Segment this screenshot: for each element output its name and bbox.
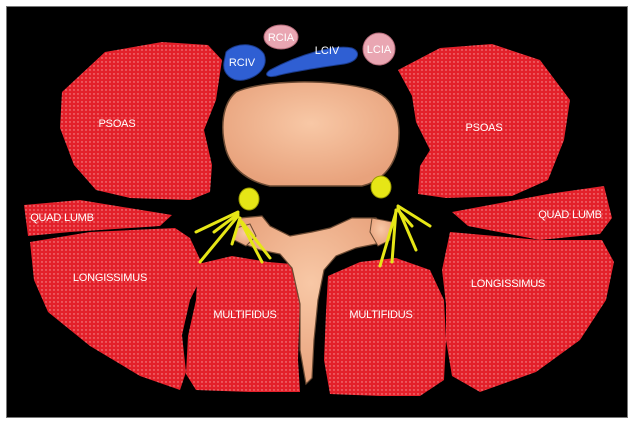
multifidus-right-muscle — [324, 258, 446, 396]
psoas-right-muscle — [398, 44, 570, 198]
multifidus-left-muscle — [186, 256, 300, 392]
lcia-label: LCIA — [367, 44, 392, 56]
quad-lumb-right-label: QUAD LUMB — [538, 209, 602, 221]
longissimus-left-label: LONGISSIMUS — [73, 272, 147, 284]
longissimus-left-muscle — [30, 228, 205, 390]
psoas-left-label: PSOAS — [99, 118, 136, 130]
rciv-label: RCIV — [229, 57, 256, 69]
multifidus-left-label: MULTIFIDUS — [213, 309, 276, 321]
lciv-label: LCIV — [315, 45, 340, 57]
lciv-vein — [267, 47, 358, 76]
multifidus-right-label: MULTIFIDUS — [349, 309, 412, 321]
right-nerve-root-ganglion — [371, 176, 391, 198]
quad-lumb-left-label: QUAD LUMB — [30, 212, 94, 224]
right-nerve-branches — [380, 206, 430, 266]
psoas-right-label: PSOAS — [466, 122, 503, 134]
left-nerve-root-ganglion — [239, 188, 259, 210]
longissimus-right-label: LONGISSIMUS — [471, 278, 545, 290]
rcia-label: RCIA — [268, 32, 295, 44]
psoas-left-muscle — [60, 42, 222, 200]
longissimus-right-muscle — [442, 232, 614, 392]
vertebral-body — [223, 82, 399, 186]
